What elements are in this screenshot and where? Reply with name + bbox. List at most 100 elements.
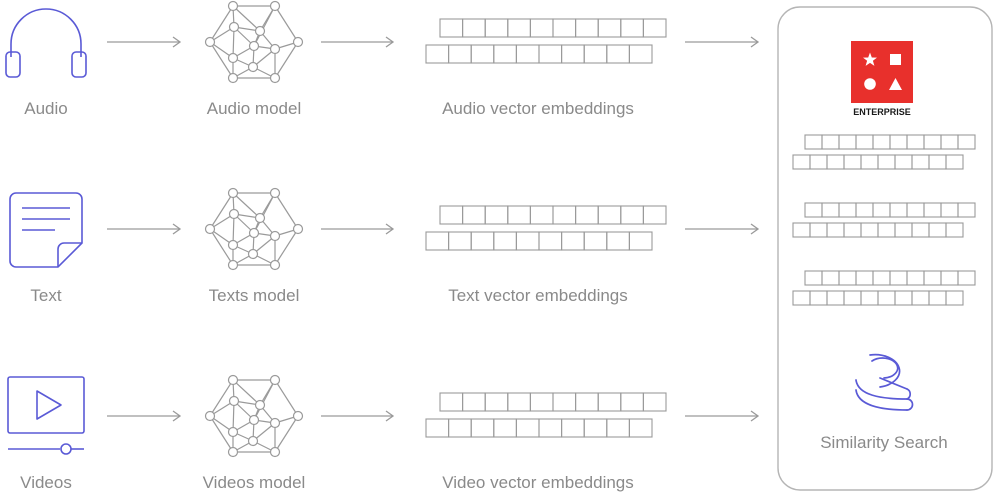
embedding-cell — [792, 222, 811, 238]
embedding-cell — [597, 392, 622, 412]
network-edge — [209, 41, 234, 79]
embedding-cell — [894, 222, 913, 238]
embedding-cell — [583, 231, 608, 251]
network-node — [228, 21, 240, 33]
network-node — [269, 72, 281, 84]
network-node — [269, 374, 281, 386]
video-source-label: Videos — [20, 473, 72, 492]
network-node — [292, 36, 304, 48]
embedding-cell — [507, 205, 531, 225]
embedding-cell — [911, 154, 930, 170]
embedding-cell — [809, 154, 828, 170]
embedding-cell — [792, 290, 811, 306]
arrow-text-embeddings-to-store — [685, 223, 760, 235]
embedding-cell — [843, 290, 862, 306]
embedding-cell — [493, 418, 517, 438]
embedding-cell — [872, 202, 891, 218]
network-node — [204, 410, 216, 422]
embedding-cell — [462, 205, 486, 225]
embedding-cell — [826, 154, 845, 170]
audio-embedding-label: Audio vector embeddings — [442, 99, 634, 118]
network-node — [228, 395, 240, 407]
video-model-label: Videos model — [203, 473, 306, 492]
network-edge — [232, 400, 235, 433]
embedding-cell — [425, 231, 450, 251]
embedding-cell — [561, 44, 585, 64]
network-node — [227, 259, 239, 271]
embedding-cell — [855, 202, 874, 218]
embedding-cell — [561, 418, 585, 438]
embedding-cell — [606, 44, 630, 64]
embedding-cell — [470, 231, 495, 251]
embedding-cell — [493, 44, 517, 64]
embedding-cell — [507, 392, 531, 412]
embedding-cell — [552, 392, 577, 412]
embedding-cell — [923, 134, 942, 150]
embedding-cell — [877, 222, 896, 238]
embedding-cell — [448, 418, 472, 438]
embedding-cell — [642, 18, 667, 38]
embedding-cell — [804, 270, 823, 286]
embedding-cell — [945, 222, 964, 238]
embedding-cell — [957, 134, 976, 150]
network-edge — [274, 5, 299, 43]
text-embedding-label: Text vector embeddings — [448, 286, 628, 305]
embedding-cell — [597, 205, 622, 225]
embedding-cell — [804, 134, 823, 150]
embedding-cell — [889, 202, 908, 218]
embedding-cell — [889, 270, 908, 286]
enterprise-logo-icon — [851, 41, 913, 103]
network-node — [292, 223, 304, 235]
network-edge — [209, 192, 234, 230]
network-node — [227, 0, 239, 12]
network-node — [254, 25, 266, 37]
embedding-cell — [877, 154, 896, 170]
embedding-cell — [575, 205, 599, 225]
embedding-cell — [597, 18, 622, 38]
text-vector-embedding-grid — [425, 205, 667, 251]
embedding-cell — [928, 290, 947, 306]
network-node — [247, 435, 259, 447]
network-node — [247, 248, 259, 260]
network-node — [204, 223, 216, 235]
embedding-cell — [484, 18, 509, 38]
embedding-cell — [957, 270, 976, 286]
enterprise-badge-label: ENTERPRISE — [853, 107, 911, 117]
network-edge — [253, 379, 276, 421]
embedding-cell — [448, 44, 472, 64]
embedding-cell — [620, 392, 644, 412]
network-node — [254, 399, 266, 411]
embedding-cell — [945, 154, 964, 170]
network-edge — [274, 228, 299, 266]
embedding-cell — [538, 418, 563, 438]
network-edge — [232, 379, 261, 406]
embedding-cell — [470, 418, 495, 438]
video-embedding-label: Video vector embeddings — [442, 473, 634, 492]
embedding-cell — [628, 44, 653, 64]
embedding-cell — [529, 205, 554, 225]
embedding-cell — [906, 134, 925, 150]
network-edge — [232, 5, 261, 32]
embedding-cell — [642, 205, 667, 225]
embedding-cell — [425, 44, 450, 64]
embedding-cell — [894, 290, 913, 306]
audio-vector-embedding-grid — [425, 18, 667, 64]
network-edge — [209, 379, 234, 417]
text-model-label: Texts model — [209, 286, 300, 305]
stored-embedding-grid-3 — [792, 270, 976, 306]
embedding-cell — [493, 231, 517, 251]
arrow-video-embeddings-to-store — [685, 410, 760, 422]
embedding-cell — [507, 18, 531, 38]
embedding-cell — [940, 202, 959, 218]
embedding-cell — [439, 205, 464, 225]
embedding-cell — [894, 154, 913, 170]
embedding-cell — [439, 392, 464, 412]
embedding-cell — [945, 290, 964, 306]
network-edge — [209, 415, 234, 453]
embedding-cell — [470, 44, 495, 64]
embedding-cell — [448, 231, 472, 251]
embedding-cell — [928, 154, 947, 170]
network-node — [269, 417, 281, 429]
